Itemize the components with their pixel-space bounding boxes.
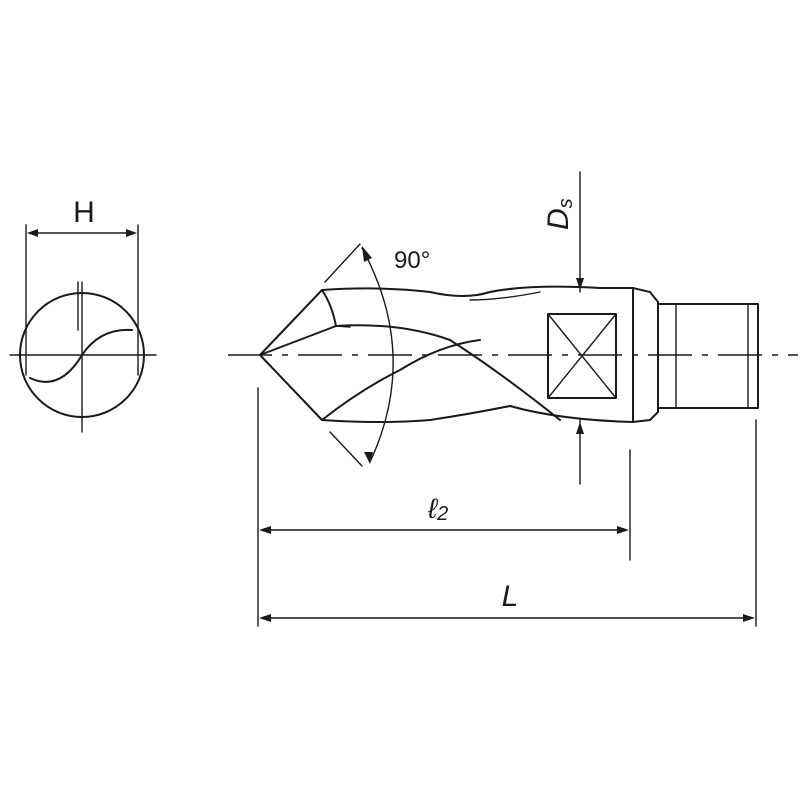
angle-extension-upper	[324, 243, 361, 283]
l-arrow-left	[259, 614, 271, 622]
h-label: H	[73, 196, 95, 229]
l2-label: ℓ2	[427, 493, 448, 525]
l-label: L	[502, 580, 519, 613]
angle-extension-lower	[329, 431, 363, 467]
wrench-flat	[547, 313, 617, 399]
cutting-lip-upper	[259, 289, 337, 356]
angle-dimension: 90°	[324, 243, 430, 467]
l-dimension: L	[259, 419, 757, 627]
flute-helix-2	[321, 339, 481, 421]
end-view: H	[9, 196, 157, 433]
body-upper-outline	[259, 285, 634, 356]
l2-arrow-right	[617, 526, 629, 534]
l2-dimension: ℓ2	[257, 387, 631, 627]
angle-label: 90°	[394, 247, 430, 274]
end-view-flute-curve	[29, 328, 133, 383]
angle-arrow-upper	[362, 246, 372, 262]
ds-arrow-lower	[576, 422, 584, 434]
ds-dimension: Ds	[542, 171, 584, 485]
flute-helix-1	[335, 324, 561, 421]
angle-arc	[361, 247, 394, 463]
ds-arrow-upper	[576, 278, 584, 290]
wrench-flat-diag-2	[547, 313, 617, 399]
side-view	[259, 285, 759, 423]
h-arrow-left	[27, 229, 38, 237]
angle-arrow-lower	[364, 452, 373, 464]
thread-end	[657, 303, 759, 409]
body-lower-outline	[259, 354, 634, 423]
ds-label: Ds	[542, 198, 577, 230]
flute-heel	[469, 291, 541, 301]
l-arrow-right	[743, 614, 755, 622]
l2-arrow-left	[259, 526, 271, 534]
h-arrow-right	[126, 229, 137, 237]
